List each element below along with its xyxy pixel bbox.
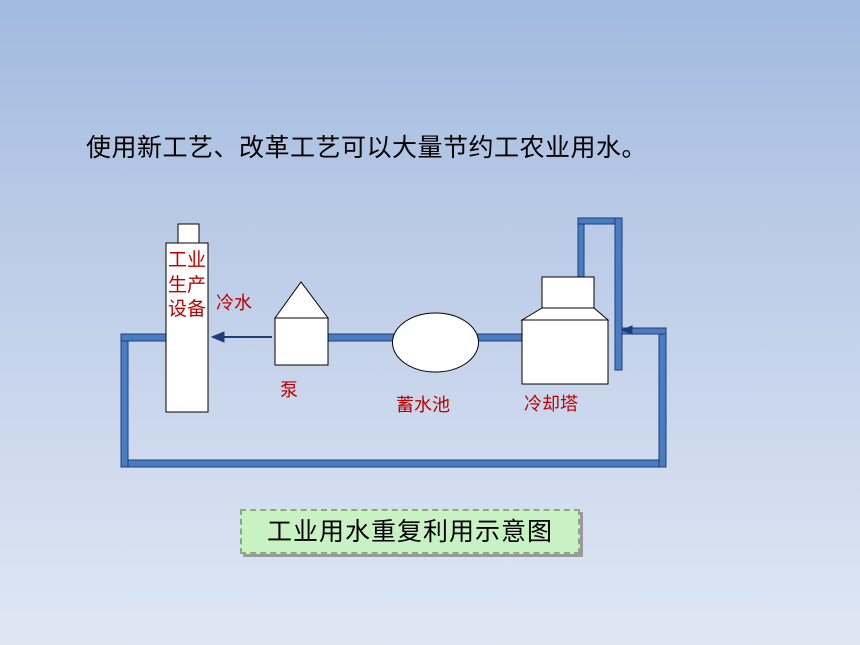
reservoir-label: 蓄水池 [396,395,450,416]
cooling-tower-top [541,276,595,309]
pipe-right [658,327,667,468]
pipe-bottom [120,459,667,468]
pipe-left [120,333,129,468]
equipment-label: 工业生产设备 [167,249,206,320]
pipe-tower-down [614,217,623,371]
cooling-tower-shoulder [520,307,610,321]
caption-box: 工业用水重复利用示意图 [240,509,580,554]
cooling-tower-label: 冷却塔 [524,394,578,415]
pipe-loop [120,217,667,468]
arrow-into-tower-head [620,325,633,335]
arrow-to-equipment-head [210,331,225,343]
equipment-body [165,242,209,413]
pump-label: 泵 [280,380,298,401]
pipe-tower-riser [577,217,585,278]
pipe-left-top [120,333,167,342]
pump-roof [274,281,329,319]
cooling-tower-body [521,319,609,385]
diagram-caption: 工业用水重复利用示意图 [266,517,553,546]
flow-arrows [210,325,633,343]
cold-water-label: 冷水 [216,293,252,314]
equipment-cap [177,223,200,244]
reservoir [392,312,479,373]
page-heading: 使用新工艺、改革工艺可以大量节约工农业用水。 [86,133,648,162]
pipe-reservoir-tower [476,333,524,342]
pump-body [274,317,329,366]
pipe-pump-reservoir [327,333,395,342]
